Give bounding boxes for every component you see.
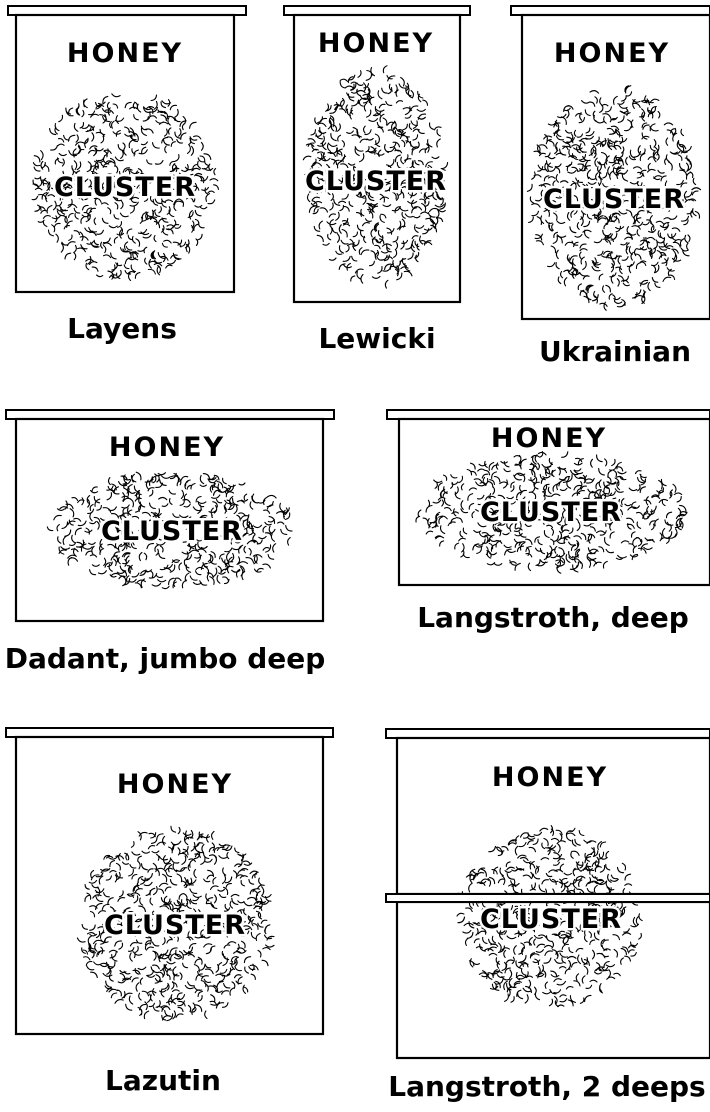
honey-label: HONEY	[554, 38, 670, 69]
cluster-label: CLUSTER	[480, 497, 622, 528]
cluster-label: CLUSTER	[101, 516, 243, 547]
honey-label: HONEY	[109, 432, 225, 463]
frame-caption: Dadant, jumbo deep	[5, 642, 326, 675]
frame-top-bar	[6, 410, 334, 419]
honey-label: HONEY	[492, 762, 608, 793]
cluster-label: CLUSTER	[480, 904, 622, 935]
frame-caption: Layens	[67, 312, 177, 345]
frame-caption: Ukrainian	[539, 335, 691, 368]
frame-lewicki: HONEY CLUSTER Lewicki	[284, 6, 470, 355]
frame-caption: Langstroth, 2 deeps	[388, 1070, 705, 1103]
cluster-label: CLUSTER	[104, 910, 246, 941]
frame-top-bar	[8, 6, 246, 15]
frame-caption: Langstroth, deep	[417, 601, 689, 634]
frame-dadant-jumbo-deep: HONEY CLUSTER Dadant, jumbo deep	[5, 410, 334, 675]
honey-label: HONEY	[318, 28, 434, 59]
frame-layens: HONEY CLUSTER Layens	[8, 6, 246, 345]
frame-caption: Lazutin	[105, 1064, 221, 1097]
frame-top-bar	[386, 729, 710, 738]
frame-lazutin: HONEY CLUSTER Lazutin	[6, 728, 333, 1097]
cluster-label: CLUSTER	[54, 172, 196, 203]
middle-top-bar	[386, 894, 710, 902]
cluster-label: CLUSTER	[543, 184, 685, 215]
frame-caption: Lewicki	[318, 322, 435, 355]
frame-top-bar	[511, 6, 710, 15]
honey-label: HONEY	[491, 423, 607, 454]
honey-label: HONEY	[67, 38, 183, 69]
frame-top-bar	[284, 6, 470, 15]
frame-langstroth-2-deeps: HONEY CLUSTER Langstroth, 2 deeps	[386, 729, 710, 1103]
frame-top-bar	[6, 728, 333, 737]
frame-top-bar	[387, 410, 710, 419]
frame-ukrainian: HONEY CLUSTER Ukrainian	[511, 6, 710, 368]
frame-langstroth-deep: HONEY CLUSTER Langstroth, deep	[387, 410, 710, 634]
cluster-label: CLUSTER	[305, 166, 447, 197]
honey-label: HONEY	[117, 769, 233, 800]
